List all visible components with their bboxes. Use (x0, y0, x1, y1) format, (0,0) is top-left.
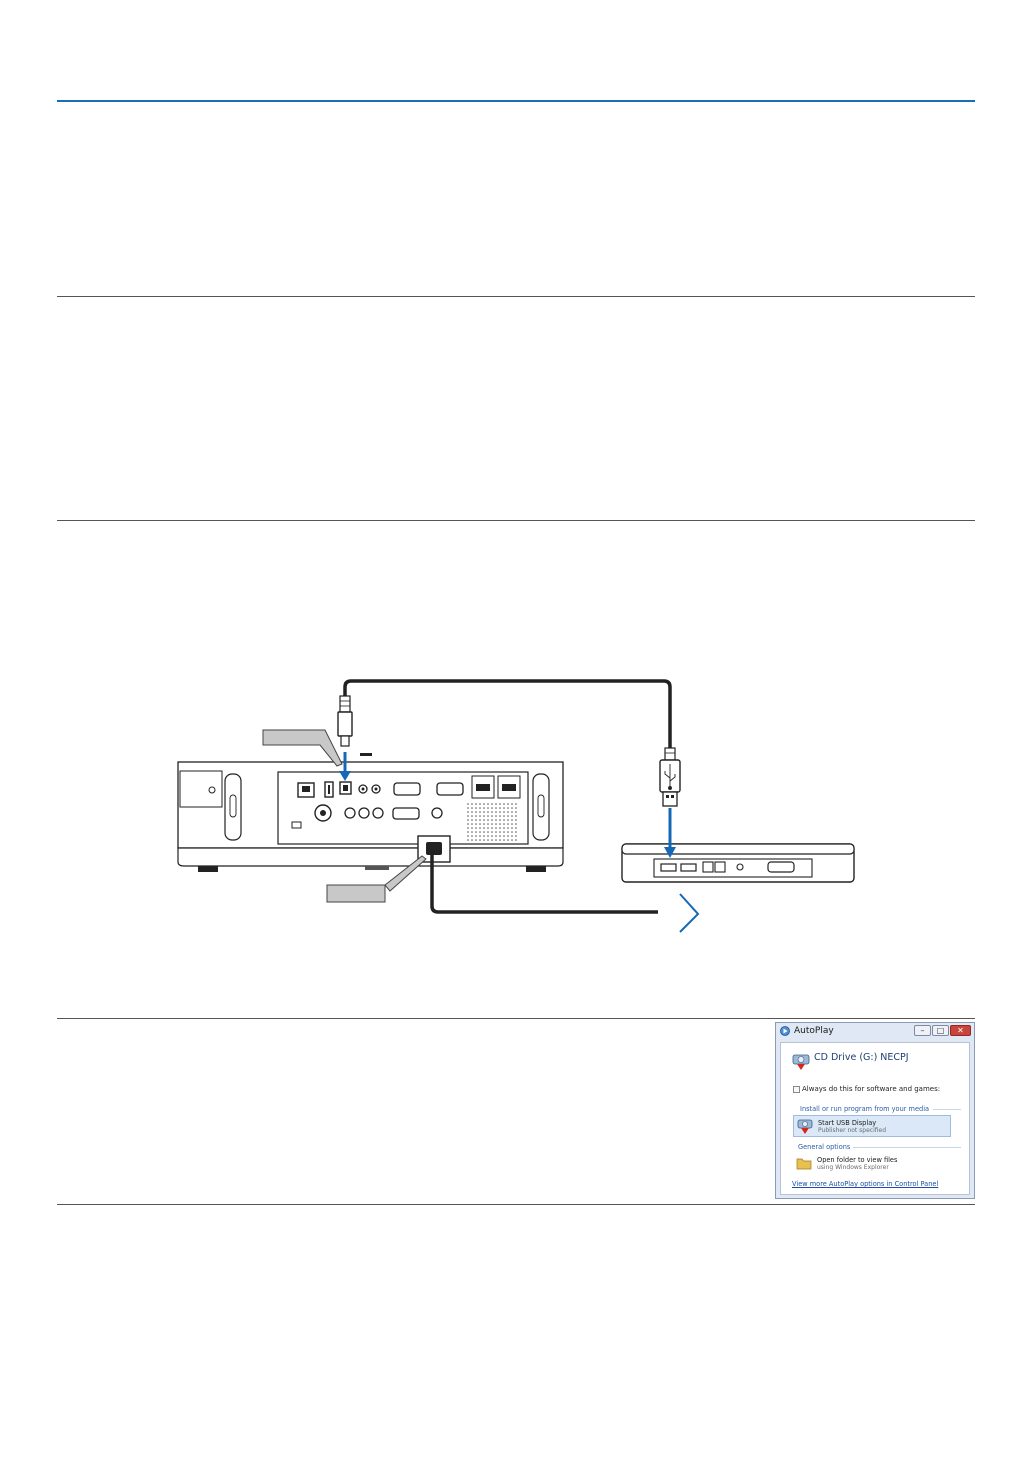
drive-name: CD Drive (G:) NECPJ (814, 1052, 909, 1063)
section-divider (57, 1204, 975, 1205)
usb-a-plug (659, 747, 681, 807)
projector (177, 753, 564, 872)
computer (621, 843, 855, 883)
minimize-button[interactable]: – (914, 1025, 931, 1036)
power-cable (430, 848, 658, 914)
section-install: Install or run program from your media (800, 1105, 930, 1113)
section-general: General options (798, 1143, 851, 1151)
close-button[interactable]: ✕ (950, 1025, 971, 1036)
more-autoplay-options-link[interactable]: View more AutoPlay options in Control Pa… (792, 1180, 939, 1188)
usb-display-icon (797, 1119, 813, 1134)
cd-drive-icon (792, 1054, 810, 1070)
section-divider (57, 520, 975, 521)
usb-b-plug (337, 695, 353, 747)
open-folder-option[interactable]: Open folder to view files (817, 1156, 898, 1164)
option-subtitle: Publisher not specified (818, 1127, 887, 1134)
autoplay-icon (780, 1026, 790, 1036)
autoplay-body: CD Drive (G:) NECPJ Always do this for s… (780, 1042, 970, 1195)
section-divider (57, 1018, 975, 1019)
usb-cable (343, 679, 672, 748)
always-do-checkbox[interactable] (793, 1086, 800, 1093)
option-title: Start USB Display (818, 1119, 877, 1127)
insert-arrow-computer (664, 808, 676, 858)
arrow-icon (679, 893, 700, 933)
usb-symbol-icon (664, 764, 676, 790)
open-folder-subtitle: using Windows Explorer (817, 1164, 889, 1171)
start-usb-display-option[interactable]: Start USB Display Publisher not specifie… (793, 1115, 951, 1137)
folder-icon (796, 1158, 812, 1170)
autoplay-titlebar: AutoPlay – □ ✕ (776, 1023, 974, 1041)
usb-connection-diagram (177, 679, 855, 933)
section-rule (933, 1109, 961, 1110)
header-rule (57, 100, 975, 102)
autoplay-title: AutoPlay (794, 1026, 834, 1036)
usb-port-callout (262, 729, 343, 767)
maximize-button[interactable]: □ (932, 1025, 949, 1036)
speaker-grille (466, 803, 518, 841)
section-divider (57, 296, 975, 297)
ac-inlet-callout (326, 884, 386, 903)
autoplay-dialog: AutoPlay – □ ✕ CD Drive (G:) NECPJ Alway… (775, 1022, 975, 1199)
section-rule (853, 1147, 961, 1148)
insert-arrow-projector (339, 752, 351, 781)
always-do-label: Always do this for software and games: (802, 1085, 941, 1093)
